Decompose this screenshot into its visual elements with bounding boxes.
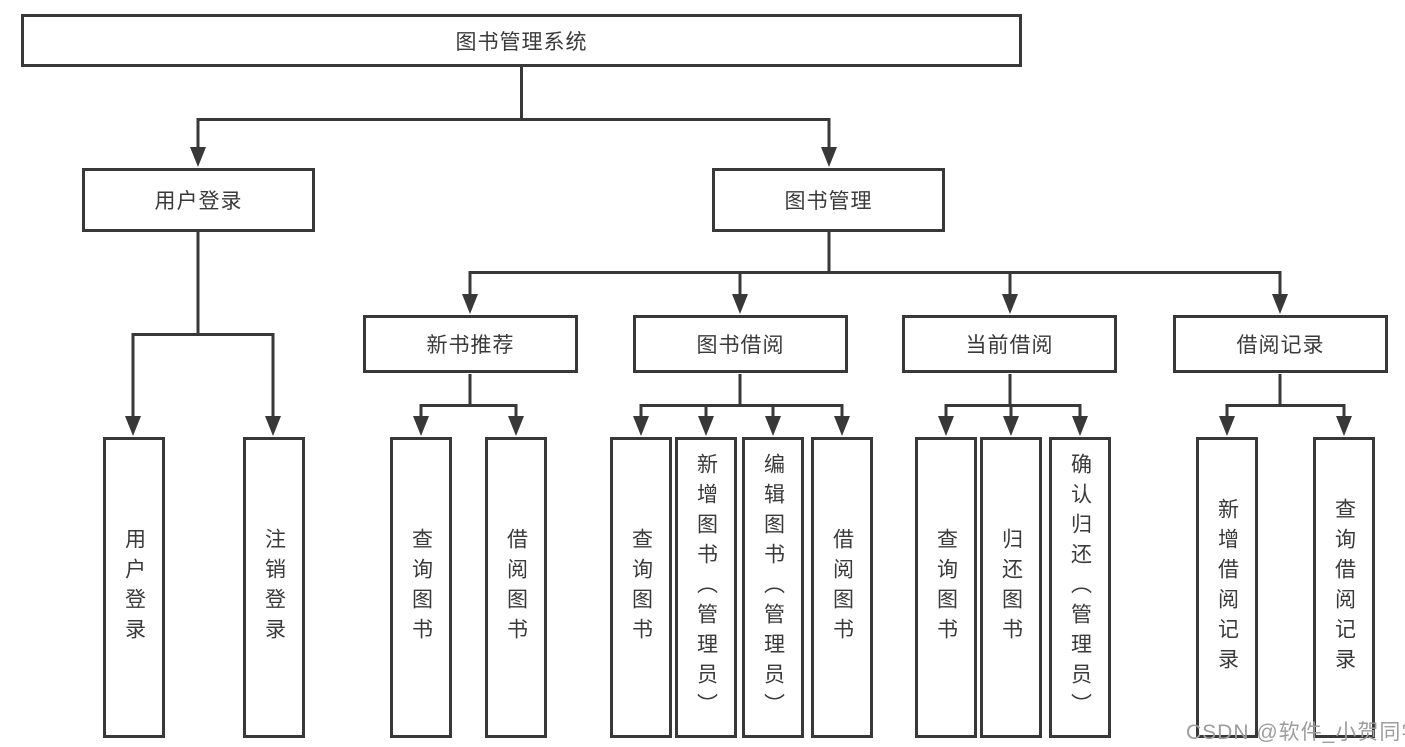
node-current-borrow: 当前借阅 (902, 315, 1117, 373)
node-library-system-label: 图书管理系统 (455, 30, 588, 54)
leaf-bb-query-books: 查询图书 (610, 437, 672, 738)
leaf-nbr-query-books-label: 查询图书 (409, 527, 433, 648)
node-current-borrow-label: 当前借阅 (965, 334, 1054, 357)
leaf-bb-query-books-label: 查询图书 (629, 527, 653, 648)
leaf-bb-edit-book-admin: 编辑图书（管理员） (742, 437, 804, 738)
leaf-bb-edit-book-admin-label: 编辑图书（管理员） (761, 452, 785, 723)
leaf-user-login: 用户登录 (103, 437, 165, 738)
leaf-logout-label: 注销登录 (262, 527, 286, 648)
connector-book-borrow-branch (639, 374, 844, 418)
connector-book-mgmt-branch (468, 232, 1282, 296)
leaf-cb-return-books: 归还图书 (980, 437, 1042, 738)
leaf-user-login-label: 用户登录 (122, 527, 146, 648)
node-new-book-recommend-label: 新书推荐 (426, 334, 515, 357)
leaf-nbr-borrow-books-label: 借阅图书 (504, 527, 528, 648)
arrowheads-sections (462, 294, 1288, 314)
leaf-bb-borrow-books: 借阅图书 (811, 437, 873, 738)
node-new-book-recommend: 新书推荐 (363, 315, 578, 373)
node-borrow-records: 借阅记录 (1173, 315, 1388, 373)
connector-borrow-records-branch (1225, 374, 1346, 418)
leaf-cb-query-books: 查询图书 (915, 437, 977, 738)
node-book-management: 图书管理 (712, 168, 945, 232)
node-book-management-label: 图书管理 (784, 190, 873, 213)
leaf-nbr-borrow-books: 借阅图书 (485, 437, 547, 738)
leaf-nbr-query-books: 查询图书 (390, 437, 452, 738)
leaf-logout: 注销登录 (243, 437, 305, 738)
leaf-bb-borrow-books-label: 借阅图书 (830, 527, 854, 648)
watermark: CSDN @软件_小贺同学 (1186, 721, 1405, 744)
connector-level2-rail (196, 118, 831, 150)
leaf-cb-query-books-label: 查询图书 (934, 527, 958, 648)
leaf-br-add-record-label: 新增借阅记录 (1215, 497, 1239, 678)
leaf-br-query-record-label: 查询借阅记录 (1332, 497, 1356, 678)
connector-new-book-branch (419, 374, 518, 418)
leaf-bb-add-book-admin: 新增图书（管理员） (675, 437, 737, 738)
leaf-cb-confirm-return-admin-label: 确认归还（管理员） (1068, 452, 1092, 723)
leaf-br-query-record: 查询借阅记录 (1313, 437, 1375, 738)
leaf-bb-add-book-admin-label: 新增图书（管理员） (694, 452, 718, 723)
node-user-login-label: 用户登录 (154, 190, 243, 213)
node-library-system: 图书管理系统 (21, 14, 1022, 67)
node-book-borrow-label: 图书借阅 (696, 334, 785, 357)
arrowheads-leaves (125, 416, 1352, 436)
node-user-login: 用户登录 (82, 168, 315, 232)
node-book-borrow: 图书借阅 (633, 315, 848, 373)
connector-current-borrow-branch (944, 374, 1082, 418)
node-borrow-records-label: 借阅记录 (1236, 334, 1325, 357)
leaf-br-add-record: 新增借阅记录 (1196, 437, 1258, 738)
connector-user-login-branch (131, 232, 275, 418)
leaf-cb-confirm-return-admin: 确认归还（管理员） (1049, 437, 1111, 738)
leaf-cb-return-books-label: 归还图书 (999, 527, 1023, 648)
arrowheads-level2 (190, 147, 837, 167)
